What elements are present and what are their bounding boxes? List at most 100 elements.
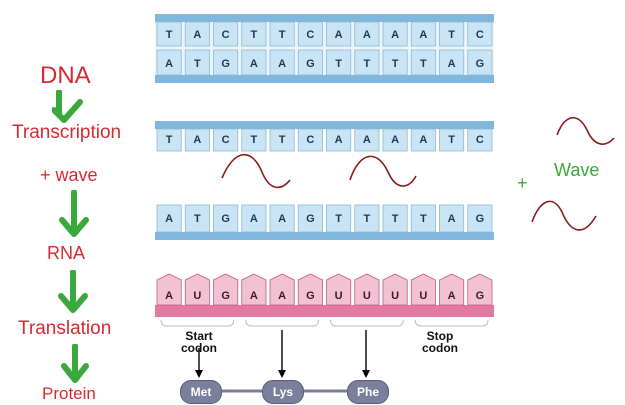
template-base	[156, 128, 182, 152]
template-base-letter: T	[279, 134, 286, 146]
dna-base-top-letter: A	[363, 29, 371, 41]
coding-base	[467, 204, 493, 233]
coding-base	[439, 204, 465, 233]
down-arrow-icon	[61, 344, 89, 383]
amino-acid-met: Met	[180, 380, 222, 404]
coding-base	[241, 204, 267, 233]
coding-base	[410, 204, 436, 233]
dna-base-top-letter: C	[222, 29, 230, 41]
template-base	[326, 128, 352, 152]
dna-base-bottom-letter: T	[364, 58, 371, 70]
template-base	[213, 128, 239, 152]
template-base	[297, 128, 323, 152]
codon-bracket	[245, 319, 319, 327]
dna-pair-area	[155, 22, 494, 75]
template-base-letter: T	[251, 134, 258, 146]
dna-base-top-letter: T	[166, 29, 173, 41]
template-base-letter: A	[193, 134, 201, 146]
codon-bracket	[414, 319, 489, 327]
coding-base-letter: T	[420, 213, 427, 225]
dna-base-top	[184, 21, 210, 47]
start-codon-label: Start codon	[181, 329, 217, 355]
dna-base-top-letter: A	[419, 29, 427, 41]
dna-base-bottom-letter: T	[420, 58, 427, 70]
template-base-letter: C	[306, 134, 314, 146]
wave-curve-3	[556, 117, 615, 145]
mrna-base-letter: U	[193, 290, 201, 302]
transcription-label: Transcription	[12, 122, 122, 143]
dna-base-bottom-letter: G	[306, 58, 315, 70]
dna-base-top-letter: C	[306, 29, 314, 41]
coding-base-letter: G	[306, 213, 315, 225]
translation-arrowhead	[195, 370, 203, 378]
dna-base-top	[297, 21, 323, 47]
plus-wave-label: + wave	[40, 165, 98, 185]
dna-base-top-letter: A	[391, 29, 399, 41]
dna-base-bottom-letter: A	[165, 58, 173, 70]
translation-label: Translation	[18, 318, 112, 339]
template-base	[410, 128, 436, 152]
coding-base	[156, 204, 182, 233]
dna-base-bottom-letter: T	[392, 58, 399, 70]
dna-base-bottom-letter: A	[448, 58, 456, 70]
mrna-base-letter: A	[448, 290, 456, 302]
dna-base-bottom	[269, 49, 295, 76]
dna-base-top	[269, 21, 295, 47]
mrna-base-letter: U	[335, 290, 343, 302]
template-base	[439, 128, 465, 152]
template-base-letter: T	[448, 134, 455, 146]
mrna-base	[184, 273, 210, 306]
coding-base-letter: A	[278, 213, 286, 225]
mrna-base	[439, 273, 465, 306]
mrna-base	[467, 273, 493, 306]
mrna-base	[354, 273, 380, 306]
dna-base-bottom	[213, 49, 239, 76]
mrna-base-letter: A	[165, 290, 173, 302]
dna-base-bottom	[439, 49, 465, 76]
template-base	[241, 128, 267, 152]
wave-label: Wave	[554, 160, 600, 180]
mrna-base-letter: U	[363, 290, 371, 302]
dna-base-bottom	[241, 49, 267, 76]
dna-base-top	[156, 21, 182, 47]
coding-base-letter: T	[364, 213, 371, 225]
coding-base	[184, 204, 210, 233]
template-base	[184, 128, 210, 152]
coding-base-letter: T	[392, 213, 399, 225]
dna-base-bottom	[467, 49, 493, 76]
mrna-base	[156, 273, 182, 306]
dna-base-bottom-letter: T	[335, 58, 342, 70]
dna-base-bottom	[410, 49, 436, 76]
template-base-letter: A	[363, 134, 371, 146]
dna-base-top	[213, 21, 239, 47]
dna-backbone-bottom	[155, 75, 494, 83]
coding-base	[354, 204, 380, 233]
coding-base	[382, 204, 408, 233]
dna-base-bottom	[184, 49, 210, 76]
mrna-base	[326, 273, 352, 306]
dna-base-top-letter: C	[476, 29, 484, 41]
dna-label: DNA	[40, 62, 91, 89]
amino-acid-phe: Phe	[347, 380, 389, 404]
mrna-base-letter: A	[278, 290, 286, 302]
codon-bracket	[160, 319, 235, 327]
amino-acid-lys: Lys	[262, 380, 304, 404]
dna-base-top-letter: T	[251, 29, 258, 41]
dna-base-top	[326, 21, 352, 47]
wave-curve-2	[349, 155, 417, 187]
dna-backbone-top	[155, 14, 494, 22]
mrna-base	[213, 273, 239, 306]
dna-base-bottom-letter: A	[278, 58, 286, 70]
coding-base-letter: A	[250, 213, 258, 225]
mrna-base	[241, 273, 267, 306]
template-base-letter: C	[222, 134, 230, 146]
dna-base-top	[241, 21, 267, 47]
down-arrow-icon	[52, 90, 83, 123]
template-base-letter: A	[335, 134, 343, 146]
template-base-letter: A	[419, 134, 427, 146]
translation-arrowhead	[278, 370, 286, 378]
dna-base-top-letter: A	[193, 29, 201, 41]
dna-base-top-letter: T	[448, 29, 455, 41]
